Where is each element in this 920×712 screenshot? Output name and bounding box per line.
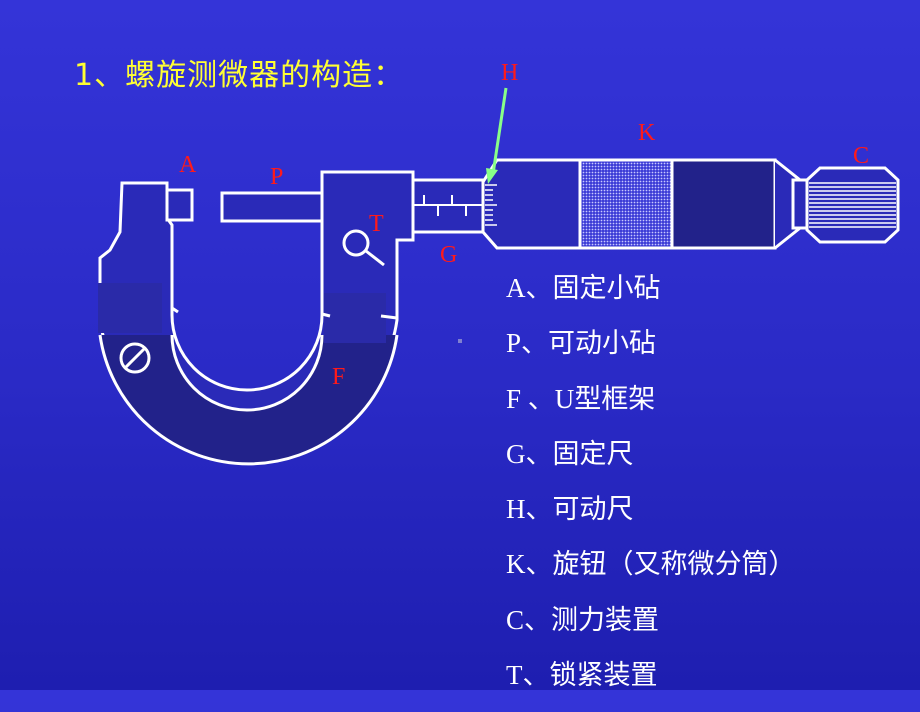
ratchet-lines — [809, 182, 896, 228]
legend-item-c: C、测力装置 — [506, 604, 660, 635]
u-frame-shade — [100, 335, 397, 464]
anvil-fixed — [165, 188, 194, 222]
slide-title: 1、螺旋测微器的构造： — [74, 58, 405, 93]
legend-list: A、固定小砧 P、可动小砧 F 、U型框架 G、固定尺 H、可动尺 K、旋钮（又… — [506, 270, 796, 712]
label-g: G — [440, 242, 457, 268]
frame-plate-left — [98, 283, 162, 333]
legend-item-h: H、可动尺 — [506, 494, 634, 525]
lock-knob-icon — [342, 229, 385, 267]
label-k: K — [638, 120, 656, 146]
label-p: P — [270, 164, 283, 190]
legend-item-k: K、旋钮（又称微分筒） — [506, 549, 796, 580]
knurled-knob — [578, 158, 674, 250]
arrow-icon — [486, 87, 508, 184]
micrometer-diagram: A P T G F H K C — [98, 60, 900, 466]
frame-plate-right — [324, 293, 386, 343]
legend-item-t: T、锁紧装置 — [506, 660, 658, 691]
label-h: H — [501, 60, 518, 86]
ratchet — [805, 166, 900, 244]
screw-icon — [119, 342, 151, 374]
label-t: T — [369, 211, 384, 237]
legend-item-p: P、可动小砧 — [506, 328, 657, 359]
label-f: F — [332, 364, 345, 390]
legend-item-f: F 、U型框架 — [506, 383, 656, 414]
legend-item-a: A、固定小砧 — [506, 273, 661, 303]
vernier-ticks — [485, 184, 497, 226]
label-c: C — [853, 143, 869, 169]
anvil-movable — [220, 191, 324, 223]
knob-dark — [670, 158, 777, 250]
label-a: A — [179, 152, 197, 178]
legend-item-g: G、固定尺 — [506, 438, 634, 469]
